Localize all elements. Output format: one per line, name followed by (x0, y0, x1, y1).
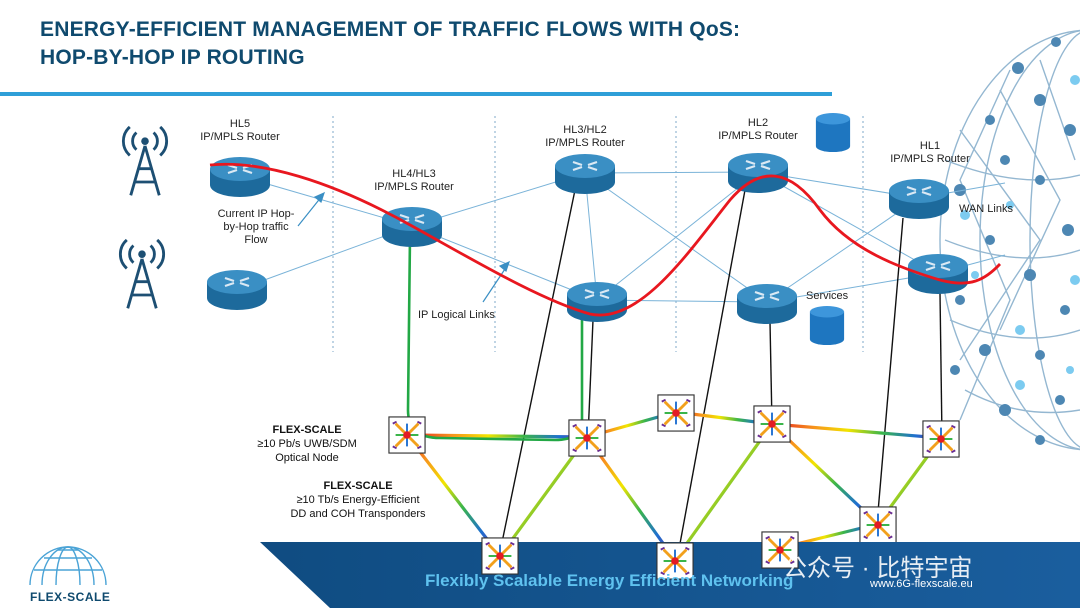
optical-node-line1: ≥10 Pb/s UWB/SDM (257, 438, 357, 450)
transponder-legend: FLEX-SCALE ≥10 Tb/s Energy-Efficient DD … (278, 479, 438, 521)
router-hl1-label: HL1 IP/MPLS Router (888, 140, 972, 166)
router-hl5-label: HL5 IP/MPLS Router (200, 118, 280, 144)
transponder-line2: DD and COH Transponders (290, 508, 426, 520)
services-label: Services (806, 290, 849, 302)
router-hl1 (887, 177, 951, 221)
logo-text: FLEX-SCALE (30, 590, 111, 604)
router-hl4-name: HL4/HL3 (392, 168, 436, 180)
page-title-line2: HOP-BY-HOP IP ROUTING (40, 46, 305, 69)
router-hl2-name: HL2 (747, 117, 769, 129)
router-hl2-label: HL2 IP/MPLS Router (716, 117, 800, 143)
optical-node-line2: Optical Node (275, 452, 339, 464)
transponder-title: FLEX-SCALE (323, 480, 393, 492)
router-hl2 (726, 151, 790, 195)
router-hl1-type: IP/MPLS Router (890, 153, 970, 165)
router-hl3 (553, 152, 617, 196)
router-hl5-name: HL5 (229, 118, 251, 130)
router-hl5-type: IP/MPLS Router (200, 131, 280, 143)
router-services (735, 282, 799, 326)
router-hl2-type: IP/MPLS Router (718, 130, 798, 142)
globe-mesh-icon (939, 29, 1080, 451)
transponder-line1: ≥10 Tb/s Energy-Efficient (296, 494, 420, 506)
footer-tagline: Flexibly Scalable Energy Efficient Netwo… (425, 571, 794, 590)
page-title-line1: ENERGY-EFFICIENT MANAGEMENT OF TRAFFIC F… (40, 18, 741, 41)
watermark-text: 公众号 · 比特宇宙 (783, 555, 973, 582)
optical-node-title: FLEX-SCALE (272, 424, 342, 436)
router-hl3-type: IP/MPLS Router (545, 137, 625, 149)
current-flow-label: Current IP Hop- by-Hop traffic Flow (217, 208, 295, 246)
wan-links-label: WAN Links (959, 203, 1013, 215)
router-hl4-type: IP/MPLS Router (374, 181, 454, 193)
optical-node-legend: FLEX-SCALE ≥10 Pb/s UWB/SDM Optical Node (252, 423, 362, 465)
footer-url[interactable]: www.6G-flexscale.eu (870, 578, 973, 590)
router-hl3-name: HL3/HL2 (563, 124, 607, 136)
router-hl1-name: HL1 (919, 140, 941, 152)
router-hl3-label: HL3/HL2 IP/MPLS Router (543, 124, 627, 150)
router-hl4-label: HL4/HL3 IP/MPLS Router (372, 168, 456, 194)
router-edge (205, 268, 269, 312)
ip-logical-links-label: IP Logical Links (418, 309, 495, 321)
title-divider (0, 92, 832, 96)
logo-globe-icon (29, 546, 107, 586)
